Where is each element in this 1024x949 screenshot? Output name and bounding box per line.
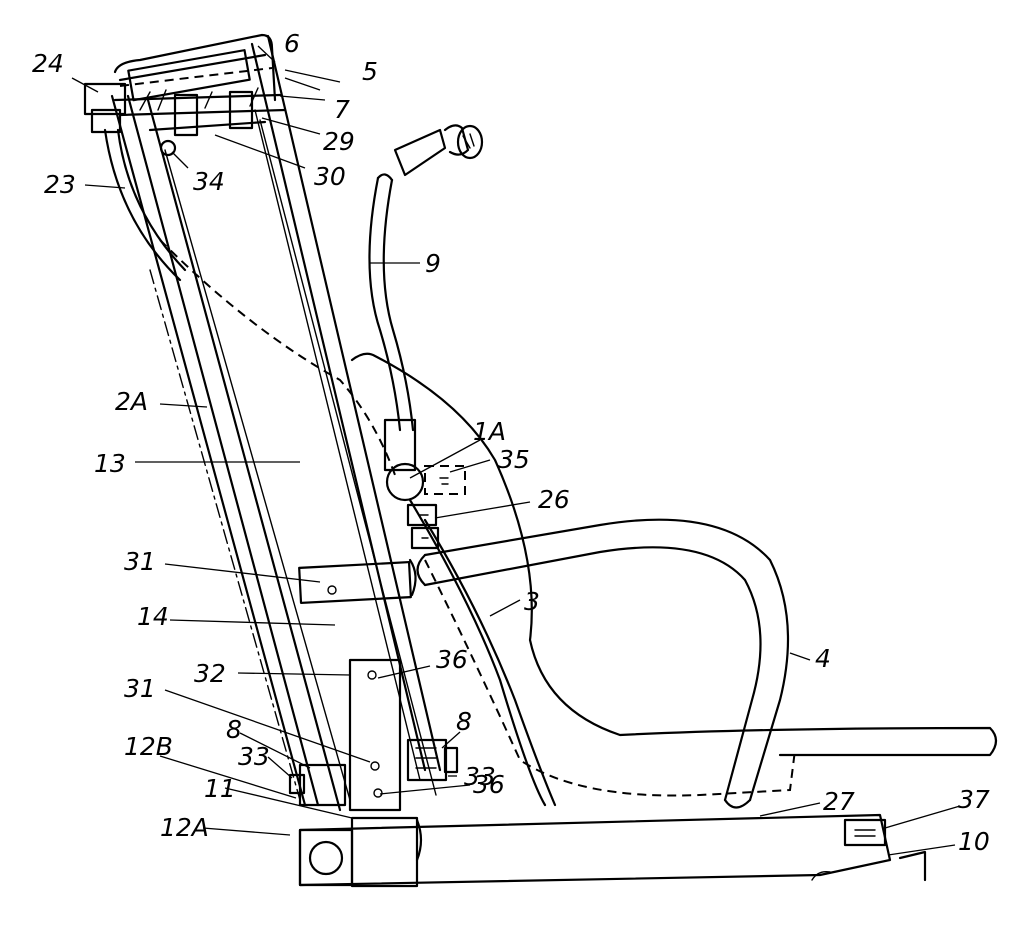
label-33a: 33 <box>238 742 270 771</box>
label-11: 11 <box>204 774 236 803</box>
label-30: 30 <box>314 162 346 191</box>
label-8a: 8 <box>226 715 242 744</box>
armrest <box>416 518 790 809</box>
label-32: 32 <box>194 659 226 688</box>
label-12A: 12A <box>160 813 209 842</box>
label-37: 37 <box>958 785 990 814</box>
label-24: 24 <box>32 49 64 78</box>
label-29: 29 <box>323 127 355 156</box>
label-4: 4 <box>815 644 831 673</box>
label-34: 34 <box>193 167 225 196</box>
top-head-assembly <box>83 33 287 282</box>
seat-shell <box>350 352 998 807</box>
label-14: 14 <box>137 602 169 631</box>
valve-assembly <box>383 418 466 550</box>
label-36a: 36 <box>436 645 468 674</box>
label-2A: 2A <box>115 387 148 416</box>
label-33b: 33 <box>464 762 496 791</box>
hose <box>368 124 484 432</box>
label-23: 23 <box>44 170 76 199</box>
label-31b: 31 <box>124 674 156 703</box>
label-12B: 12B <box>124 732 173 761</box>
label-26: 26 <box>538 485 570 514</box>
backrest-frame <box>110 34 442 812</box>
label-10: 10 <box>958 827 990 856</box>
base-frame <box>298 813 927 888</box>
label-36b: 36 <box>473 770 505 799</box>
label-31a: 31 <box>124 547 156 576</box>
label-13: 13 <box>94 449 126 478</box>
label-8b: 8 <box>456 707 472 736</box>
label-35: 35 <box>498 445 530 474</box>
label-1A: 1A <box>473 417 506 446</box>
label-6: 6 <box>284 29 300 58</box>
lower-slide <box>288 558 459 812</box>
label-9: 9 <box>425 249 441 278</box>
label-3: 3 <box>524 587 540 616</box>
label-27: 27 <box>823 787 855 816</box>
hidden-line <box>159 239 396 476</box>
label-5: 5 <box>362 57 378 86</box>
label-7: 7 <box>334 95 350 124</box>
leader-lines <box>71 45 961 856</box>
